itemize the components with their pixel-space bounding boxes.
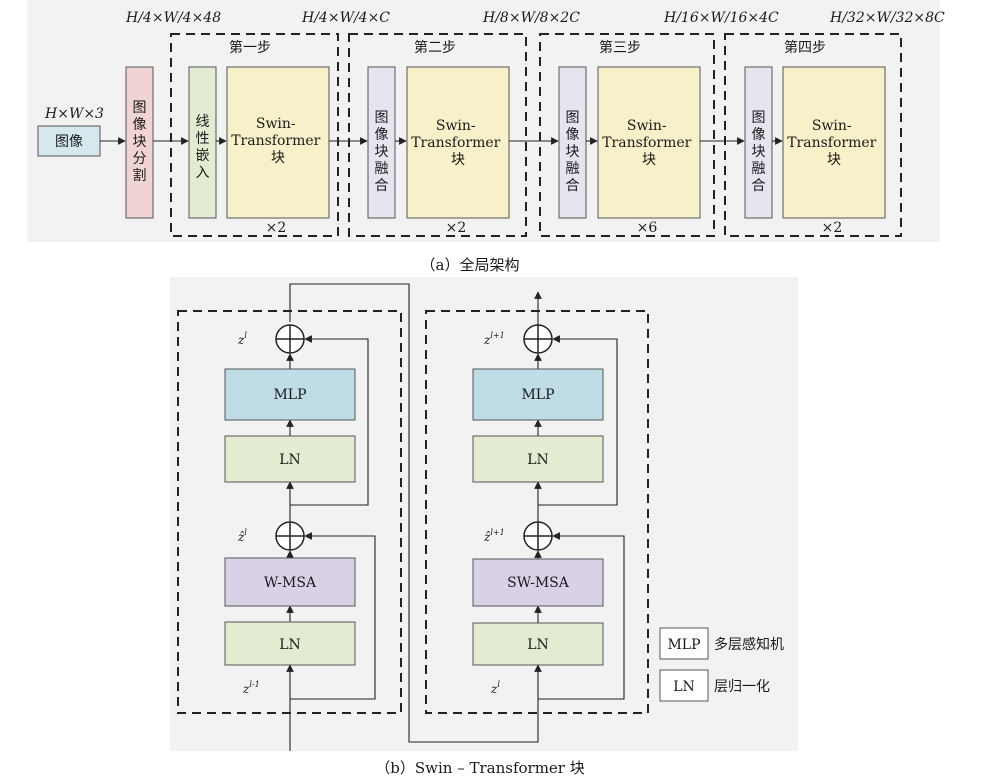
stage4-repeat: ×2	[822, 220, 843, 236]
right-ln-bottom-label: LN	[527, 637, 549, 653]
right-swmsa-box	[472, 558, 604, 607]
stage2-repeat: ×2	[446, 220, 467, 236]
left-ln-top-box	[224, 435, 356, 483]
right-ln-bottom-box	[472, 622, 604, 666]
linear-embedding-box	[188, 66, 217, 219]
stage3-swin-block	[597, 66, 701, 219]
right-mlp-box	[472, 368, 604, 421]
right-plus-icon-1	[524, 522, 552, 550]
stage3-frame	[539, 33, 715, 237]
left-ln-bottom-box	[224, 621, 356, 666]
right-block-frame	[425, 310, 649, 714]
stage1-swin-block	[226, 66, 330, 219]
stage3-patch-merging-label: 图像块融合	[566, 110, 580, 194]
left-mlp-box	[224, 368, 356, 421]
stage2-frame	[348, 33, 527, 237]
right-residual-2	[538, 335, 618, 506]
linear-embedding-label: 线性嵌入	[196, 114, 210, 181]
patch-partition-label: 图像块分割	[133, 100, 147, 184]
stage3-title: 第三步	[599, 39, 641, 56]
right-output-var: zl+1	[483, 331, 505, 347]
stage4-patch-merging-box	[744, 66, 773, 219]
right-mid-var: ẑl+1	[483, 528, 505, 544]
stage2-title: 第二步	[414, 39, 456, 56]
right-mlp-label: MLP	[521, 387, 554, 403]
right-residual-1	[538, 532, 625, 700]
legend-ln-desc: 层归一化	[714, 678, 770, 695]
left-output-var: zl	[237, 331, 247, 347]
left-mlp-label: MLP	[273, 387, 306, 403]
left-wmsa-label: W-MSA	[264, 575, 317, 591]
stage2-swin-block	[406, 66, 510, 219]
stage2-swin-label: Swin- Transformer 块	[411, 118, 505, 168]
input-image-label: 图像	[55, 134, 83, 150]
block-connector-line	[289, 283, 539, 743]
right-swmsa-label: SW-MSA	[507, 575, 570, 591]
stage1-repeat: ×2	[266, 220, 287, 236]
stage4-swin-label: Swin- Transformer 块	[787, 118, 881, 168]
input-dim-label: H×W×3	[44, 106, 104, 122]
stage4-dim-label: H/32×W/32×8C	[829, 10, 945, 26]
left-plus-icon-2	[276, 325, 304, 353]
left-wmsa-box	[224, 557, 356, 607]
stage1-title: 第一步	[229, 39, 271, 56]
stage1-frame	[170, 33, 339, 237]
input-image-box	[37, 125, 101, 157]
stage3-dim-label: H/16×W/16×4C	[663, 10, 779, 26]
stage2-patch-merging-box	[367, 66, 396, 219]
right-input-var: zl	[490, 680, 500, 696]
stage4-title: 第四步	[784, 39, 826, 56]
legend-mlp-desc: 多层感知机	[714, 636, 784, 653]
caption-b: （b）Swin – Transformer 块	[375, 759, 584, 777]
stage1-swin-label: Swin- Transformer 块	[231, 116, 325, 166]
left-residual-1	[290, 532, 376, 700]
legend-mlp-key-box	[659, 627, 709, 660]
left-mid-var: ẑl	[237, 528, 247, 544]
stage3-swin-label: Swin- Transformer 块	[602, 118, 696, 168]
legend-mlp-key: MLP	[667, 637, 700, 653]
partition-dim-label: H/4×W/4×48	[125, 10, 221, 26]
left-residual-2	[290, 335, 369, 506]
stage3-repeat: ×6	[637, 220, 658, 236]
stage4-swin-block	[782, 66, 886, 219]
legend-ln-key: LN	[673, 679, 695, 695]
left-input-var: zl-1	[242, 680, 260, 696]
left-plus-icon-1	[276, 522, 304, 550]
stage4-frame	[724, 33, 902, 237]
patch-partition-box	[125, 66, 154, 219]
stage4-patch-merging-label: 图像块融合	[752, 110, 766, 194]
right-ln-top-label: LN	[527, 452, 549, 468]
stage3-patch-merging-box	[558, 66, 587, 219]
left-ln-top-label: LN	[279, 452, 301, 468]
legend-ln-key-box	[659, 669, 709, 702]
right-ln-top-box	[472, 435, 604, 483]
stage2-patch-merging-label: 图像块融合	[375, 110, 389, 194]
right-plus-icon-2	[524, 325, 552, 353]
left-ln-bottom-label: LN	[279, 637, 301, 653]
caption-a: （a）全局架构	[421, 256, 520, 274]
stage1-dim-label: H/4×W/4×C	[301, 10, 390, 26]
stage2-dim-label: H/8×W/8×2C	[482, 10, 580, 26]
